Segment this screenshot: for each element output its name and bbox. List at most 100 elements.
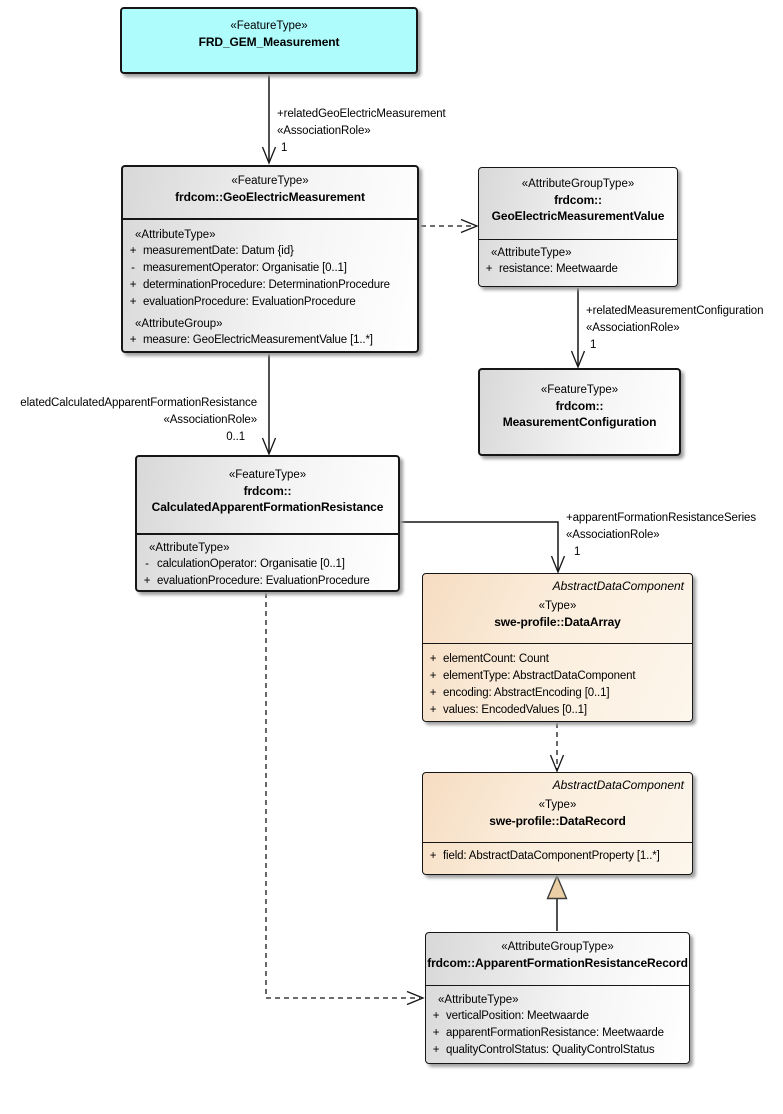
attribute-row: -calculationOperator: Organisatie [0..1] (137, 556, 398, 573)
class-name: frdcom::ApparentFormationResistanceRecor… (427, 956, 688, 970)
class-name-line2: MeasurementConfiguration (502, 415, 657, 429)
visibility-marker: + (129, 245, 137, 257)
class-name: FRD_GEM_Measurement (198, 35, 340, 49)
dependency-calculated-to-record[interactable] (265, 593, 425, 1006)
association-related-measurement-configuration[interactable] (570, 288, 586, 369)
visibility-marker: + (429, 687, 437, 699)
association-related-calculated-apparent-formation-resistance[interactable] (261, 354, 277, 456)
attribute-text: elementCount: Count (443, 653, 549, 665)
class-apparent-formation-resistance-record[interactable]: «AttributeGroupType» frdcom::ApparentFor… (425, 932, 690, 1064)
role-name: +relatedMeasurementConfiguration (586, 305, 764, 317)
attribute-row: + measure: GeoElectricMeasurementValue [1… (123, 332, 417, 349)
attribute-row: + values: EncodedValues [0..1] (423, 702, 692, 719)
multiplicity-label: 0..1 (226, 431, 245, 443)
attribute-text: evaluationProcedure: EvaluationProcedure (157, 575, 370, 587)
attribute-text: values: EncodedValues [0..1] (443, 704, 587, 716)
open-arrowhead (261, 146, 277, 165)
visibility-marker: + (129, 296, 137, 308)
attribute-text: apparentFormationResistance: Meetwaarde (446, 1027, 664, 1039)
multiplicity-label: 1 (590, 339, 597, 351)
class-name-line2: CalculatedApparentFormationResistance (151, 500, 384, 514)
visibility-marker: + (429, 653, 437, 665)
attribute-text: resistance: Meetwaarde (499, 263, 618, 275)
generalization-triangle (546, 874, 568, 900)
connector-label-related-measurement-configuration: +relatedMeasurementConfiguration «Associ… (586, 303, 764, 354)
role-name: elatedCalculatedApparentFormationResista… (20, 397, 257, 409)
generalization-record-to-data-record[interactable] (546, 874, 568, 931)
visibility-marker: + (432, 1027, 440, 1039)
attribute-text: measure: GeoElectricMeasurementValue [1.… (143, 334, 373, 346)
visibility-marker: + (429, 670, 437, 682)
attribute-text: measurementDate: Datum {id} (143, 245, 294, 257)
attribute-row: + field: AbstractDataComponentProperty [1… (423, 848, 692, 865)
attribute-type-header: «AttributeType» (149, 542, 230, 554)
association-apparent-formation-resistance-series[interactable] (400, 521, 566, 574)
attribute-row: + verticalPosition: Meetwaarde (426, 1008, 689, 1025)
attribute-text: determinationProcedure: DeterminationPro… (143, 279, 390, 291)
open-arrowhead (261, 437, 277, 456)
class-measurement-configuration[interactable]: «FeatureType» frdcom:: MeasurementConfig… (478, 368, 681, 456)
attribute-row: + evaluationProcedure: EvaluationProcedur… (123, 294, 417, 311)
association-related-geo-electric-measurement[interactable] (261, 75, 277, 165)
attribute-text: elementType: AbstractDataComponent (443, 670, 636, 682)
stereotype-label: «FeatureType» (228, 469, 307, 481)
dependency-measure-value[interactable] (421, 218, 479, 234)
stereotype-label: «FeatureType» (540, 384, 619, 396)
class-data-array[interactable]: AbstractDataComponent «Type» swe-profile… (422, 573, 693, 722)
multiplicity-label: 1 (281, 142, 288, 154)
attribute-text: field: AbstractDataComponentProperty [1.… (443, 850, 660, 862)
visibility-marker: + (129, 279, 137, 291)
attribute-text: evaluationProcedure: EvaluationProcedure (143, 296, 356, 308)
attribute-row: + determinationProcedure: DeterminationPr… (123, 277, 417, 294)
connector-label-apparent-formation-resistance-series: +apparentFormationResistanceSeries «Asso… (566, 510, 756, 561)
attributes-compartment: «AttributeType» +verticalPosition: Meetw… (426, 985, 689, 1059)
class-frd-gem-measurement[interactable]: «FeatureType» FRD_GEM_Measurement (120, 7, 418, 74)
attributes-compartment: + elementCount: Count + elementType: Abstr… (423, 643, 692, 719)
class-name-line1: frdcom:: (243, 484, 292, 498)
attributes-compartment: «AttributeType» +resistance: Meetwaarde (479, 239, 677, 278)
association-role-stereotype: «AssociationRole» (566, 529, 660, 541)
attributes-compartment: + field: AbstractDataComponentProperty [1… (423, 842, 692, 865)
attribute-row: + qualityControlStatus: QualityControlSta… (426, 1042, 689, 1059)
attribute-row: + measurementDate: Datum {id} (123, 243, 417, 260)
visibility-marker: + (432, 1044, 440, 1056)
attribute-text: verticalPosition: Meetwaarde (446, 1010, 589, 1022)
visibility-marker: + (143, 575, 151, 587)
association-role-stereotype: «AssociationRole» (586, 322, 680, 334)
stereotype-label: «AttributeGroupType» (521, 178, 635, 190)
attribute-text: encoding: AbstractEncoding [0..1] (443, 687, 610, 699)
attribute-row: + apparentFormationResistance: Meetwaarde (426, 1025, 689, 1042)
open-arrowhead (570, 350, 586, 369)
dependency-data-array-data-record[interactable] (549, 723, 565, 773)
parent-class-label: AbstractDataComponent (552, 579, 684, 593)
stereotype-label: «FeatureType» (230, 20, 308, 32)
role-name: +relatedGeoElectricMeasurement (277, 108, 446, 120)
stereotype-label: «Type» (538, 799, 577, 811)
role-name: +apparentFormationResistanceSeries (566, 512, 756, 524)
visibility-marker: - (145, 558, 149, 570)
attribute-text: qualityControlStatus: QualityControlStat… (446, 1044, 655, 1056)
attribute-row: + elementCount: Count (423, 651, 692, 668)
connector-label-related-geo-electric-measurement: +relatedGeoElectricMeasurement «Associat… (277, 106, 446, 157)
class-geo-electric-measurement-value[interactable]: «AttributeGroupType» frdcom:: GeoElectri… (478, 167, 678, 287)
open-arrowhead (550, 555, 566, 574)
attribute-type-header: «AttributeType» (135, 229, 216, 241)
class-name-line1: frdcom:: (554, 193, 602, 207)
visibility-marker: + (432, 1010, 440, 1022)
visibility-marker: - (131, 262, 135, 274)
visibility-marker: + (429, 850, 437, 862)
stereotype-label: «Type» (538, 600, 577, 612)
class-calculated-apparent-formation-resistance[interactable]: «FeatureType» frdcom:: CalculatedApparen… (135, 455, 400, 592)
attribute-row: + evaluationProcedure: EvaluationProcedur… (137, 573, 398, 590)
class-name: swe-profile::DataArray (494, 615, 621, 629)
class-geo-electric-measurement[interactable]: «FeatureType» frdcom::GeoElectricMeasure… (121, 165, 419, 353)
visibility-marker: + (129, 334, 137, 346)
class-name: swe-profile::DataRecord (489, 814, 626, 828)
attribute-row: -measurementOperator: Organisatie [0..1] (123, 260, 417, 277)
class-name: frdcom::GeoElectricMeasurement (175, 190, 365, 204)
visibility-marker: + (429, 704, 437, 716)
attribute-type-header: «AttributeType» (491, 247, 572, 259)
class-name-line1: frdcom:: (555, 399, 604, 413)
class-data-record[interactable]: AbstractDataComponent «Type» swe-profile… (422, 772, 693, 875)
